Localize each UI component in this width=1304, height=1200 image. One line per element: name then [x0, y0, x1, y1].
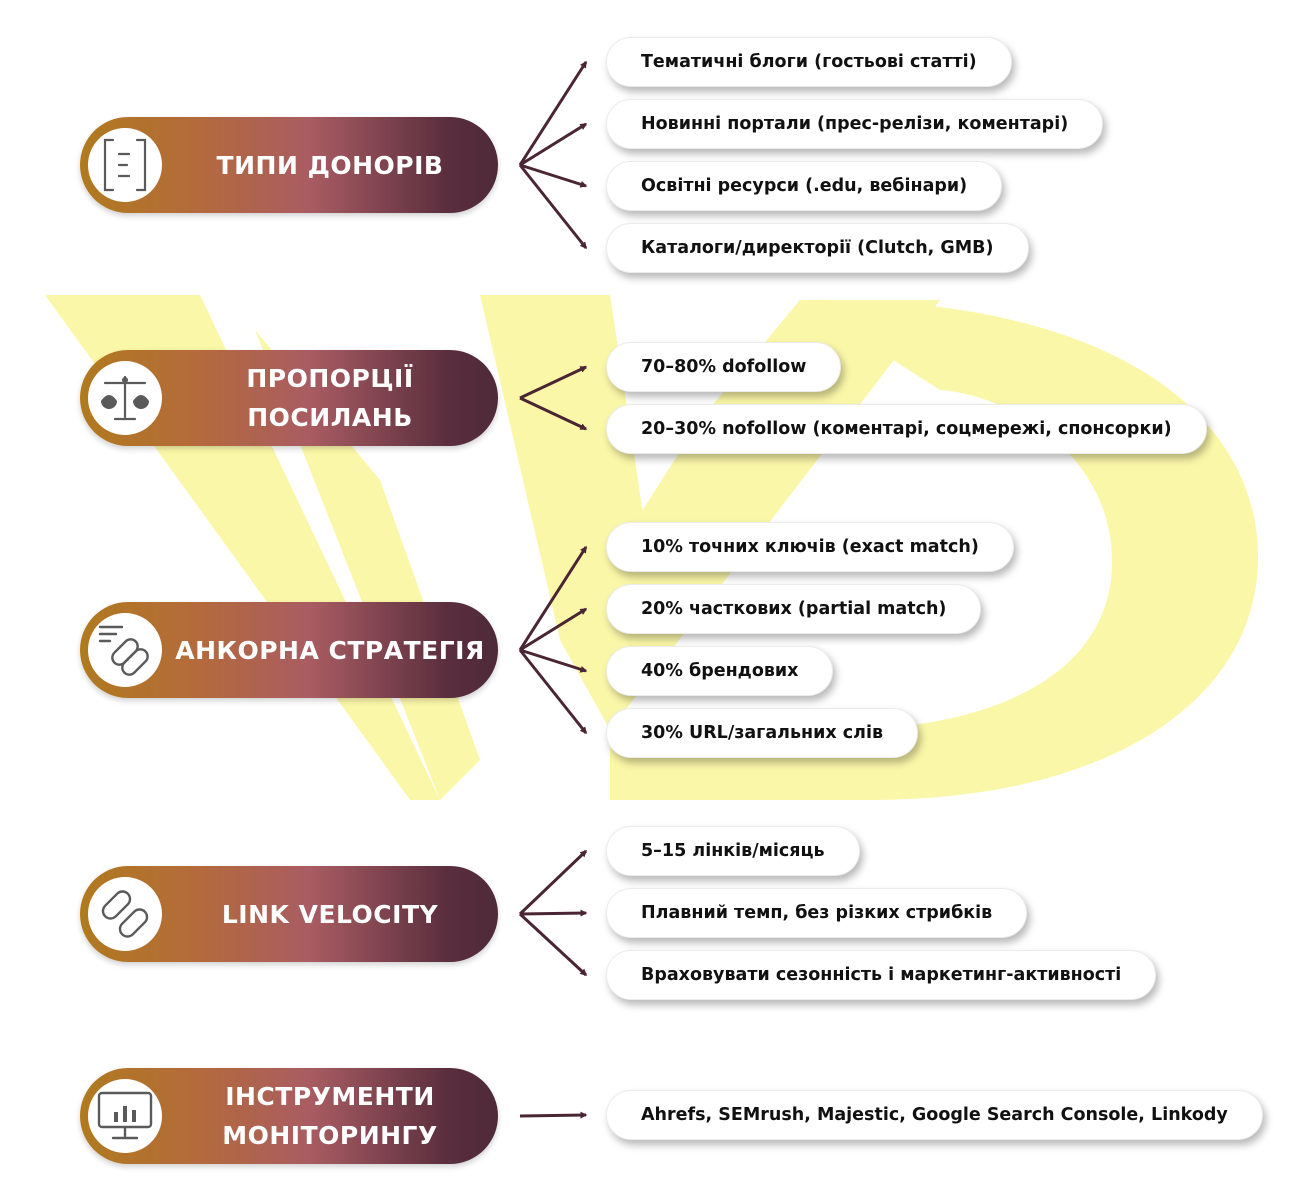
connector-arrow — [519, 909, 588, 917]
donor-item-catalogs: Каталоги/директорії (Clutch, GMB) — [606, 223, 1029, 273]
proportion-item-dofollow: 70–80% dofollow — [606, 342, 842, 392]
anchor-item-partial: 20% часткових (partial match) — [606, 584, 982, 634]
icon-circle — [88, 613, 162, 687]
tools-item-list: Ahrefs, SEMrush, Majestic, Google Search… — [606, 1090, 1263, 1140]
anchor-item-exact: 10% точних ключів (exact match) — [606, 522, 1014, 572]
icon-circle — [88, 1079, 162, 1153]
connector-arrow — [519, 1111, 588, 1119]
node-title: ТИПИ ДОНОРІВ — [216, 150, 444, 180]
connector-arrow — [519, 648, 588, 673]
node-title: ІНСТРУМЕНТИ МОНІТОРИНГУ — [222, 1082, 438, 1150]
connector-arrow — [519, 396, 588, 431]
icon-circle — [88, 877, 162, 951]
node-title: АНКОРНА СТРАТЕГІЯ — [175, 635, 485, 665]
connector-arrow — [518, 849, 588, 916]
icon-circle — [88, 361, 162, 435]
node-anchor-strategy: АНКОРНА СТРАТЕГІЯ — [80, 602, 498, 698]
velocity-item-smooth: Плавний темп, без різких стрибків — [606, 888, 1028, 938]
donor-item-blogs: Тематичні блоги (гостьові статті) — [606, 37, 1012, 87]
proportion-item-nofollow: 20–30% nofollow (коментарі, соцмережі, с… — [606, 404, 1207, 454]
connector-arrow — [518, 545, 588, 651]
connector-arrow — [519, 163, 588, 188]
anchor-link-icon — [98, 625, 149, 676]
donor-item-education: Освітні ресурси (.edu, вебінари) — [606, 161, 1003, 211]
velocity-item-rate: 5–15 лінків/місяць — [606, 826, 860, 876]
balance-scale-icon — [101, 375, 149, 421]
node-donor-types: ТИПИ ДОНОРІВ — [80, 117, 498, 213]
node-title: LINK VELOCITY — [221, 899, 439, 929]
connector-arrow — [519, 607, 588, 652]
node-link-velocity: LINK VELOCITY — [80, 866, 498, 962]
anchor-item-url: 30% URL/загальних слів — [606, 708, 919, 758]
node-link-proportions: ПРОПОРЦІЇ ПОСИЛАНЬ — [80, 350, 498, 446]
connector-arrow — [519, 122, 588, 167]
node-monitoring-tools: ІНСТРУМЕНТИ МОНІТОРИНГУ — [80, 1068, 498, 1164]
monitor-chart-icon — [97, 1091, 153, 1140]
connector-arrow — [518, 164, 588, 250]
anchor-item-brand: 40% брендових — [606, 646, 834, 696]
chain-link-icon — [101, 890, 149, 938]
connector-arrow — [518, 60, 588, 166]
node-title: ПРОПОРЦІЇ ПОСИЛАНЬ — [246, 364, 414, 432]
connector-arrow — [518, 649, 588, 735]
connector-arrow — [518, 912, 588, 977]
icon-circle — [88, 128, 162, 202]
connector-arrow — [519, 365, 588, 400]
velocity-item-seasonality: Враховувати сезонність і маркетинг-актив… — [606, 950, 1157, 1000]
document-list-icon — [103, 138, 147, 192]
donor-item-news: Новинні портали (прес-релізи, коментарі) — [606, 99, 1104, 149]
